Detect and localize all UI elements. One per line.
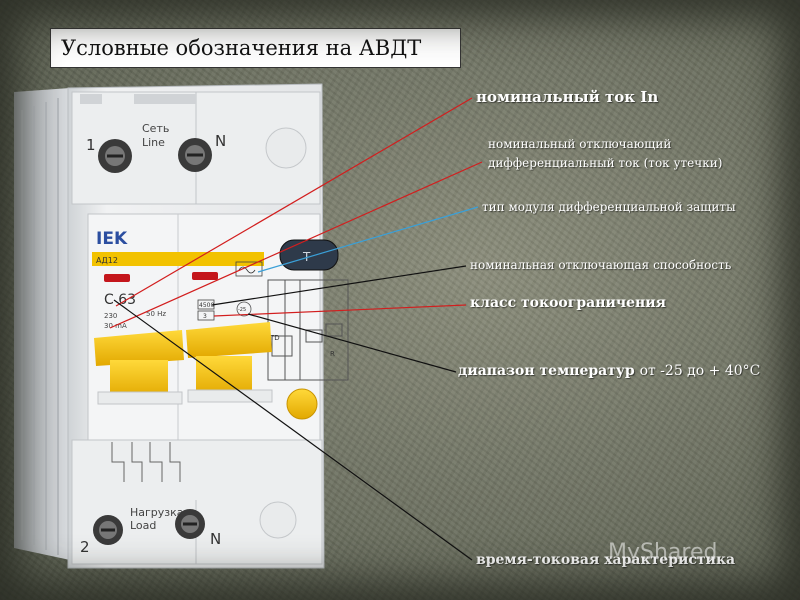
yellow-test-disc[interactable]	[286, 388, 318, 420]
watermark: MyShared	[608, 540, 718, 565]
label-residual-current-line1: номинальный отключающий	[488, 137, 672, 151]
label-breaking-capacity: номинальная отключающая способность	[470, 258, 732, 272]
label-limiting-class: класс токоограничения	[470, 295, 666, 311]
indicator-right	[192, 272, 218, 280]
bottom-terminal-block	[71, 439, 323, 565]
temp-value: -25	[238, 307, 246, 313]
page-title: Условные обозначения на АВДТ	[61, 36, 422, 60]
terminal-1-label: 1	[86, 136, 96, 154]
model-label: АД12	[96, 256, 118, 265]
terminal-n-top-label: N	[215, 132, 226, 150]
label-time-current: время-токовая характеристика	[476, 552, 736, 568]
label-residual-current-line2: дифференциальный ток (ток утечки)	[488, 156, 723, 170]
device-side	[14, 88, 70, 560]
r-label: R	[330, 350, 335, 358]
freq-label: 50 Hz	[146, 310, 166, 318]
label-module-type: тип модуля дифференциальной защиты	[482, 200, 736, 214]
load-label-ru: Нагрузка	[130, 506, 184, 519]
rating-label: C 63	[104, 292, 136, 308]
residual-label: 30 mA	[104, 322, 127, 330]
load-label-en: Load	[130, 519, 156, 532]
label-temperature-bold: диапазон температур	[458, 363, 635, 379]
indicator-left	[104, 274, 130, 282]
terminal-2-label: 2	[80, 538, 90, 556]
limit-class-value: 3	[203, 313, 207, 320]
voltage-label: 230	[104, 312, 117, 320]
test-button-label: T	[302, 250, 311, 264]
terminal-n-bottom-label: N	[210, 530, 221, 548]
brand-logo: IEK	[96, 229, 128, 249]
line-label-en: Line	[142, 136, 165, 149]
line-label-ru: Сеть	[142, 122, 169, 135]
title-box: Условные обозначения на АВДТ	[50, 28, 461, 68]
terminal-knockout	[265, 127, 307, 169]
label-temperature-value: от -25 до + 40°С	[639, 363, 761, 379]
label-temperature-range: диапазон температур от -25 до + 40°С	[458, 363, 760, 379]
label-rated-current: номинальный ток In	[476, 88, 659, 106]
breaking-value: 4500	[199, 302, 214, 309]
